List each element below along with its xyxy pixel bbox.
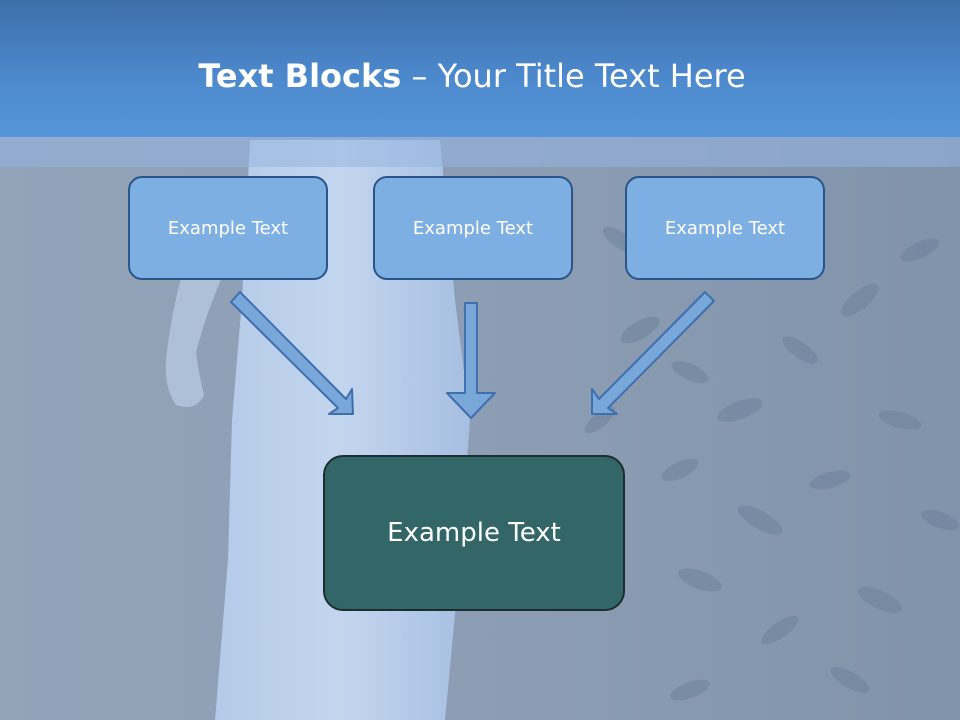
slide-title: Text Blocks – Your Title Text Here	[0, 54, 944, 98]
text-block-bottom[interactable]: Example Text	[323, 455, 625, 611]
text-block-right[interactable]: Example Text	[625, 176, 825, 280]
title-bold-part: Text Blocks	[198, 57, 402, 95]
title-separator: –	[401, 57, 438, 95]
title-rest: Your Title Text Here	[437, 57, 746, 95]
text-block-center-label: Example Text	[412, 217, 534, 239]
text-block-center[interactable]: Example Text	[373, 176, 573, 280]
arrow-center	[446, 302, 496, 419]
arrow-right	[591, 291, 715, 415]
arrow-left	[230, 291, 354, 415]
text-block-left-label: Example Text	[167, 217, 289, 239]
title-bar	[0, 0, 960, 137]
text-block-right-label: Example Text	[664, 217, 786, 239]
text-block-bottom-label: Example Text	[387, 518, 561, 548]
text-block-left[interactable]: Example Text	[128, 176, 328, 280]
title-bar-band	[0, 137, 960, 167]
